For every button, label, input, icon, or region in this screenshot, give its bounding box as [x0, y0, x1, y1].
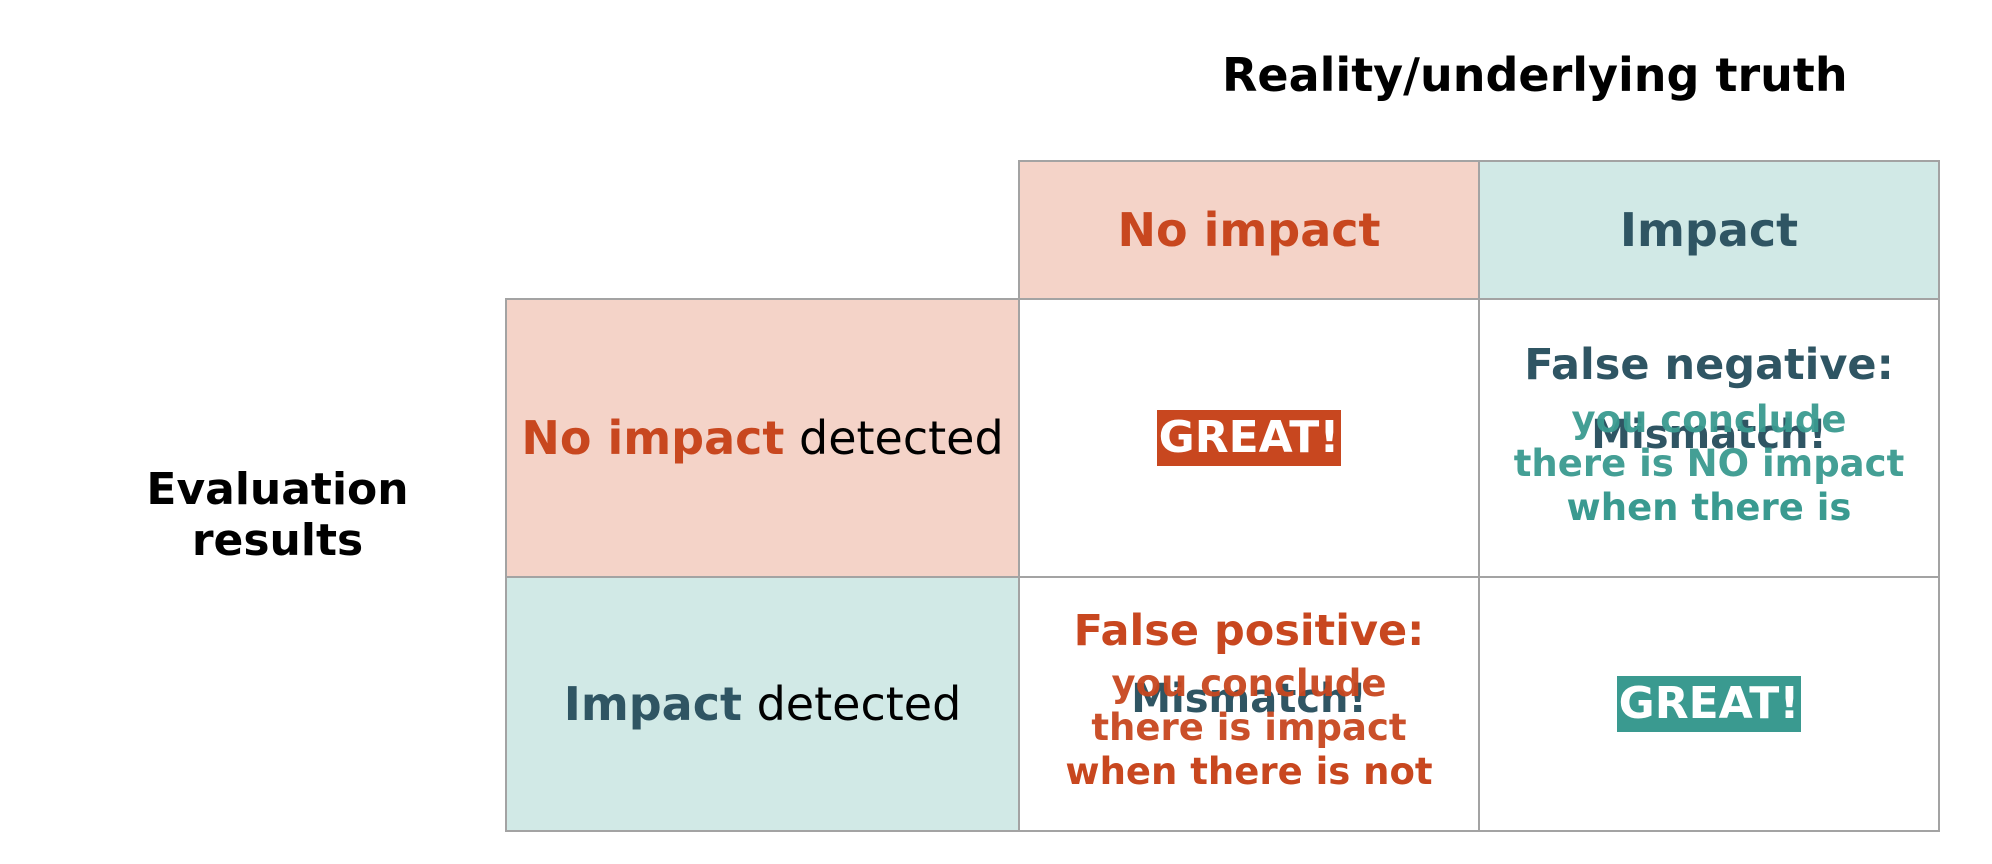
- row-header-strong: Impact: [563, 677, 742, 731]
- cell-true-positive: GREAT!: [1478, 576, 1940, 832]
- row-header-no-impact-detected: No impact detected: [505, 298, 1020, 578]
- mismatch-label: Mismatch!: [1591, 412, 1827, 458]
- row-header-rest: detected: [741, 677, 962, 731]
- column-header-label: Impact: [1619, 203, 1799, 257]
- false-negative-content: False negative: Mismatch! you conclude t…: [1480, 300, 1938, 576]
- row-header-impact-detected: Impact detected: [505, 576, 1020, 832]
- left-axis-title: Evaluation results: [146, 464, 409, 566]
- row-header-label: Impact detected: [564, 677, 962, 731]
- false-negative-heading: False negative:: [1524, 340, 1894, 390]
- cell-false-positive: False positive: Mismatch! you conclude t…: [1018, 576, 1480, 832]
- false-positive-line-3: when there is not: [1065, 750, 1433, 793]
- column-header-label: No impact: [1117, 203, 1381, 257]
- column-header-impact: Impact: [1478, 160, 1940, 300]
- false-negative-line-1: you conclude: [1571, 398, 1847, 441]
- cell-true-negative: GREAT!: [1018, 298, 1480, 578]
- false-positive-line-2: there is impact: [1091, 706, 1407, 749]
- column-header-no-impact: No impact: [1018, 160, 1480, 300]
- false-negative-line-2: there is NO impact: [1513, 442, 1905, 485]
- false-positive-line-1: you conclude: [1111, 662, 1387, 705]
- row-header-rest: detected: [784, 411, 1004, 465]
- false-positive-heading: False positive:: [1073, 606, 1425, 656]
- mismatch-label: Mismatch!: [1131, 676, 1367, 722]
- great-badge: GREAT!: [1156, 410, 1342, 466]
- great-badge: GREAT!: [1616, 676, 1802, 732]
- cell-false-negative: False negative: Mismatch! you conclude t…: [1478, 298, 1940, 578]
- false-negative-line-3: when there is: [1566, 486, 1852, 529]
- row-header-strong: No impact: [521, 411, 785, 465]
- false-positive-content: False positive: Mismatch! you conclude t…: [1020, 578, 1478, 830]
- row-header-label: No impact detected: [521, 411, 1003, 465]
- top-axis-title: Reality/underlying truth: [1222, 48, 1848, 102]
